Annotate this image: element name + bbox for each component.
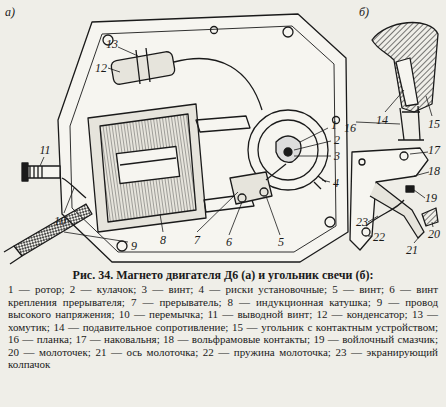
callout-number: 14	[376, 114, 388, 126]
callout-number: 15	[428, 118, 440, 130]
callout-number: 11	[39, 144, 50, 156]
part-description: 11 — выводной винт;	[207, 308, 312, 320]
callout-number: 4	[333, 177, 339, 189]
part-description: 21 — ось молоточка;	[95, 346, 198, 358]
part-description: 19 — войлочный смазчик;	[313, 333, 438, 345]
part-description: 22 — пружина молоточка;	[203, 346, 331, 358]
part-description: 3 — винт;	[142, 283, 194, 295]
callout-number: 21	[406, 244, 418, 256]
caption-block: Рис. 34. Магнето двигателя Д6 (а) и угол…	[8, 268, 438, 371]
callout-number: 5	[278, 236, 284, 248]
callout-number: 6	[226, 236, 232, 248]
callout-number: 1	[331, 119, 337, 131]
callout-number: 20	[428, 228, 440, 240]
part-description: 18 — вольфрамовые контакты;	[163, 333, 310, 345]
magneto-illustration	[0, 0, 446, 268]
callout-number: 23	[356, 216, 368, 228]
part-description: 2 — кулачок;	[70, 283, 137, 295]
callout-number: 17	[428, 144, 440, 156]
part-description: 5 — винт;	[332, 283, 384, 295]
callout-number: а)	[5, 6, 15, 18]
part-description: 8 — индукционная катушка;	[227, 296, 370, 308]
callout-number: 19	[425, 192, 437, 204]
part-description: 12 — конденсатор;	[316, 308, 407, 320]
part-description: 1 — ротор;	[8, 283, 65, 295]
part-description: 10 — перемычка;	[119, 308, 204, 320]
part-description: 15 — угольник с контактным устройством;	[232, 321, 438, 333]
callout-number: 22	[373, 231, 385, 243]
callout-number: 13	[106, 38, 118, 50]
callout-number: 16	[344, 122, 356, 134]
callout-number: б)	[359, 6, 369, 18]
part-description: 4 — риски установочные;	[199, 283, 327, 295]
parts-list: 1 — ротор; 2 — кулачок; 3 — винт; 4 — ри…	[8, 283, 438, 371]
callout-number: 9	[131, 240, 137, 252]
callout-number: 3	[334, 150, 340, 162]
callout-number: 10	[54, 215, 66, 227]
figure-caption: Рис. 34. Магнето двигателя Д6 (а) и угол…	[8, 268, 438, 283]
callout-number: 2	[334, 134, 340, 146]
callout-number: 12	[95, 62, 107, 74]
callout-number: 8	[160, 234, 166, 246]
part-description: 16 — планка;	[8, 333, 72, 345]
callout-number: 7	[194, 234, 200, 246]
part-description: 20 — молоточек;	[8, 346, 91, 358]
part-description: 17 — наковальня;	[75, 333, 159, 345]
callout-number: 18	[428, 165, 440, 177]
part-description: 7 — прерыватель;	[131, 296, 222, 308]
part-description: 14 — подавительное сопротивление;	[54, 321, 229, 333]
